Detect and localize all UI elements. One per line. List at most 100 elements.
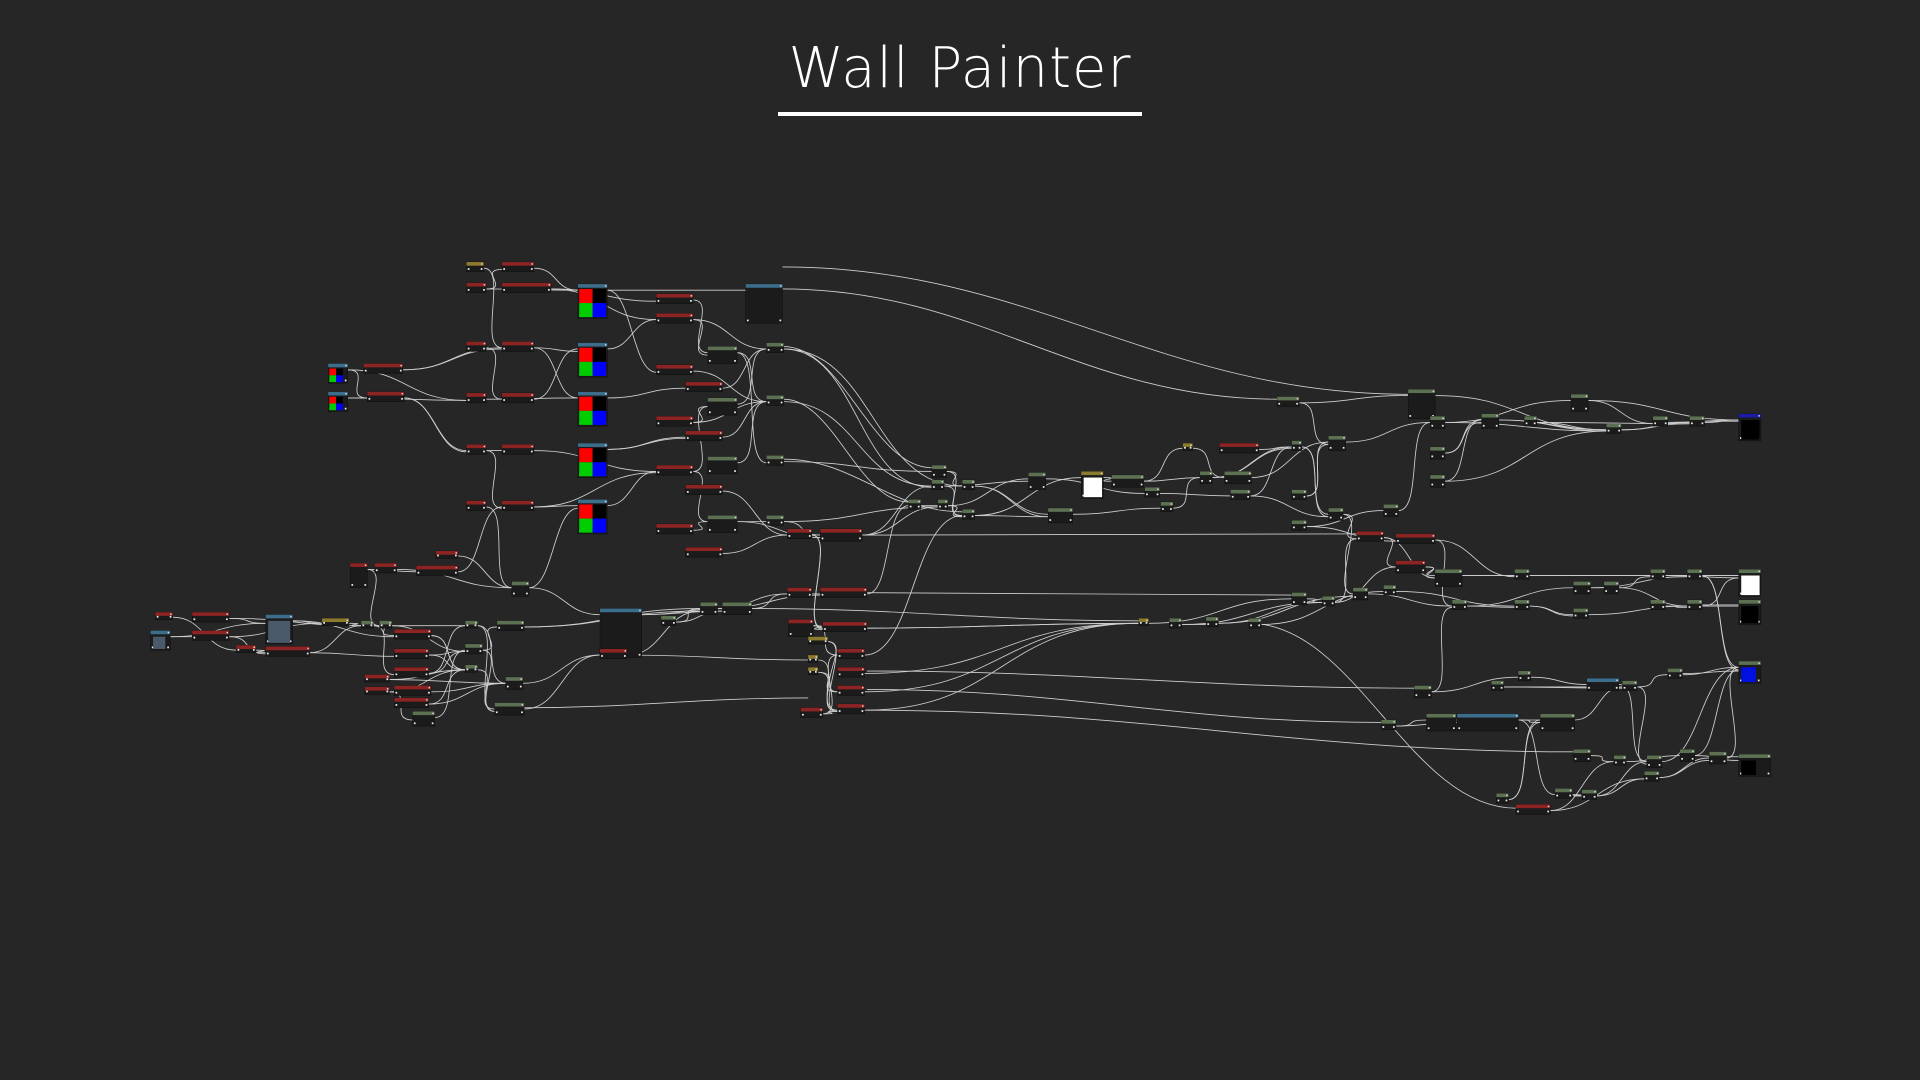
node-wire[interactable]: [811, 534, 823, 630]
material-node[interactable]: [656, 416, 694, 427]
node-wire[interactable]: [402, 348, 503, 371]
output-pin[interactable]: [819, 713, 822, 716]
material-node[interactable]: [1322, 596, 1335, 607]
node-wire[interactable]: [528, 507, 579, 589]
output-pin[interactable]: [455, 571, 457, 574]
input-pin[interactable]: [503, 399, 505, 401]
input-pin[interactable]: [1515, 575, 1518, 578]
material-node[interactable]: [501, 392, 535, 404]
output-pin[interactable]: [425, 673, 428, 676]
material-node[interactable]: [1606, 423, 1622, 434]
input-pin[interactable]: [1146, 493, 1148, 496]
input-pin[interactable]: [909, 505, 912, 508]
output-pin[interactable]: [428, 635, 430, 638]
node-wire[interactable]: [783, 346, 932, 469]
output-pin[interactable]: [1533, 422, 1536, 425]
node-wire[interactable]: [1173, 477, 1201, 509]
input-pin[interactable]: [838, 710, 841, 712]
node-wire[interactable]: [1444, 422, 1482, 454]
output-pin[interactable]: [808, 535, 811, 537]
input-pin[interactable]: [466, 650, 469, 652]
input-pin[interactable]: [1688, 575, 1691, 578]
material-node[interactable]: [466, 500, 487, 511]
preview-node[interactable]: [577, 342, 608, 378]
output-pin[interactable]: [1459, 582, 1461, 585]
material-node[interactable]: [1383, 585, 1397, 596]
node-wire[interactable]: [817, 671, 838, 693]
node-wire[interactable]: [944, 485, 963, 516]
output-pin[interactable]: [346, 622, 348, 624]
node-wire[interactable]: [1398, 422, 1431, 512]
node-wire[interactable]: [1334, 538, 1357, 603]
node-wire[interactable]: [864, 622, 1139, 674]
input-pin[interactable]: [1184, 446, 1186, 449]
input-pin[interactable]: [767, 521, 770, 524]
output-pin[interactable]: [1422, 569, 1425, 572]
node-wire[interactable]: [1345, 422, 1431, 443]
node-wire[interactable]: [402, 347, 503, 371]
output-pin[interactable]: [399, 369, 402, 372]
input-pin[interactable]: [1740, 620, 1742, 623]
node-wire[interactable]: [1498, 419, 1607, 432]
material-node[interactable]: [962, 479, 975, 491]
input-pin[interactable]: [466, 668, 469, 671]
input-pin[interactable]: [1225, 480, 1228, 482]
input-pin[interactable]: [1170, 624, 1173, 627]
input-pin[interactable]: [767, 401, 770, 404]
material-node[interactable]: [1160, 501, 1174, 513]
input-pin[interactable]: [1082, 494, 1085, 497]
output-pin[interactable]: [690, 530, 692, 532]
node-wire[interactable]: [866, 592, 1292, 596]
node-wire[interactable]: [1306, 510, 1384, 527]
input-pin[interactable]: [1427, 727, 1430, 730]
input-pin[interactable]: [395, 704, 398, 706]
input-pin[interactable]: [1382, 726, 1385, 728]
material-node[interactable]: [807, 654, 819, 663]
material-node[interactable]: [745, 283, 783, 324]
node-wire[interactable]: [1518, 719, 1556, 796]
input-pin[interactable]: [601, 655, 603, 657]
node-wire[interactable]: [486, 347, 503, 400]
material-node[interactable]: [501, 500, 535, 511]
input-pin[interactable]: [395, 655, 398, 657]
output-pin[interactable]: [780, 461, 783, 464]
input-pin[interactable]: [1668, 674, 1671, 677]
output-pin[interactable]: [1662, 575, 1665, 578]
node-wire[interactable]: [373, 625, 395, 676]
input-pin[interactable]: [1492, 686, 1495, 689]
input-pin[interactable]: [1574, 757, 1577, 760]
node-wire[interactable]: [533, 347, 578, 352]
node-wire[interactable]: [292, 620, 395, 638]
material-node[interactable]: [265, 646, 311, 657]
node-wire[interactable]: [1596, 778, 1645, 797]
output-pin[interactable]: [1515, 727, 1518, 730]
output-pin[interactable]: [1296, 402, 1298, 405]
output-pin[interactable]: [1757, 679, 1760, 682]
node-wire[interactable]: [693, 521, 708, 531]
material-node[interactable]: [1650, 599, 1666, 611]
input-pin[interactable]: [266, 652, 269, 655]
material-node[interactable]: [1491, 680, 1504, 691]
input-pin[interactable]: [767, 461, 770, 464]
output-pin[interactable]: [1547, 810, 1549, 813]
node-wire[interactable]: [783, 401, 932, 487]
output-pin[interactable]: [1189, 446, 1192, 449]
input-pin[interactable]: [1397, 569, 1399, 572]
material-node[interactable]: [837, 703, 865, 715]
preview-node[interactable]: [577, 391, 608, 427]
material-node[interactable]: [1456, 713, 1519, 732]
material-node[interactable]: [766, 342, 784, 353]
material-node[interactable]: [787, 528, 813, 540]
material-node[interactable]: [837, 667, 865, 678]
output-pin[interactable]: [1441, 483, 1444, 486]
input-pin[interactable]: [366, 678, 368, 681]
node-wire[interactable]: [1550, 761, 1614, 812]
node-wire[interactable]: [737, 348, 767, 405]
node-wire[interactable]: [533, 347, 578, 399]
output-pin[interactable]: [169, 615, 172, 618]
material-node[interactable]: [937, 499, 948, 510]
material-node[interactable]: [465, 643, 483, 655]
node-wire[interactable]: [974, 515, 1049, 518]
input-pin[interactable]: [1049, 519, 1052, 521]
output-pin[interactable]: [393, 569, 396, 572]
